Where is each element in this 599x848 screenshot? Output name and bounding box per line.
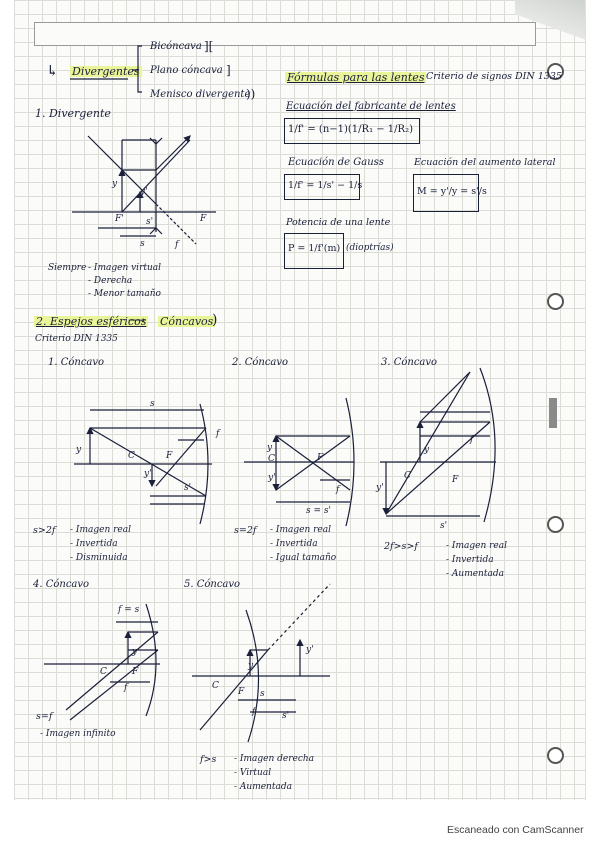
case4-title: 4. Cóncavo [33,579,90,590]
label-y-prime: y' [376,483,384,493]
power-title: Potencia de una lente [286,217,391,228]
magnification-title: Ecuación del aumento lateral [414,157,556,168]
formulas-title: Fórmulas para las lentes [285,71,427,84]
section1-result-line: - Imagen virtual [88,263,162,273]
label-y: y [112,179,118,189]
case2-result: - Imagen real [270,525,331,535]
case5-result: - Imagen derecha [234,754,315,764]
label-f: f [175,240,179,250]
case3-title: 3. Cóncavo [381,357,438,368]
label-y-prime: y' [268,473,276,483]
label-F: F [200,214,207,224]
maker-equation-title: Ecuación del fabricante de lentes [286,101,456,112]
lens-type-biconcave: Bicóncava [150,41,202,52]
power-equation: P = 1/f'(m) [288,243,341,254]
case4-condition: s=f [36,711,53,722]
case2-title: 2. Cóncavo [232,357,289,368]
magnification-equation: M = y'/y = s'/s [417,186,487,197]
label-C: C [212,681,219,691]
concave-label: Cóncavos [158,315,216,328]
label-s-prime: s' [146,217,154,227]
side-tab [549,398,557,428]
case3-result: - Invertida [446,555,494,565]
label-s: s [140,239,145,249]
label-f: f [124,683,128,693]
case5-condition: f>s [200,754,217,765]
case1-result: - Invertida [70,539,118,549]
power-unit: (dioptrías) [346,243,394,253]
binder-hole [547,516,564,533]
section2-criteria: Criterio DIN 1335 [35,334,118,344]
case5-result: - Virtual [234,768,272,778]
section1-title: 1. Divergente [35,107,111,120]
label-f: f [470,435,474,445]
lens-type-meniscus: Menisco divergente [150,89,251,100]
label-F-prime: F' [115,214,124,224]
label-C: C [128,451,135,461]
lens-symbol-meniscus: )) [246,87,256,101]
binder-hole [547,747,564,764]
power-box [284,233,344,269]
label-F: F [452,475,459,485]
gauss-equation: 1/f' = 1/s' − 1/s [288,180,363,191]
label-C: C [404,471,411,481]
label-y: y [267,443,273,453]
section1-result-lead: Siempre [48,263,87,273]
scanner-watermark: Escaneado con CamScanner [447,824,584,836]
gauss-equation-box [284,174,360,200]
label-s: s [150,399,155,409]
case1-result: - Disminuida [70,553,128,563]
label-F: F [166,451,173,461]
label-s-prime: s' [440,521,448,531]
lens-symbol-biconcave: ][ [204,39,214,53]
section2-arrow: ⟶ [128,313,146,327]
label-y-prime: y' [144,469,152,479]
case3-condition: 2f>s>f [384,541,418,552]
section1-result-line: - Menor tamaño [88,289,161,299]
mirror-symbol: ) [212,312,218,328]
case2-result: - Igual tamaño [270,553,337,563]
case1-title: 1. Cóncavo [48,357,105,368]
label-F: F [132,667,139,677]
label-f: f [336,485,340,495]
section1-result-line: - Derecha [88,276,133,286]
gauss-equation-title: Ecuación de Gauss [288,157,384,168]
label-C: C [100,667,107,677]
label-y-prime: y' [306,645,314,655]
case1-condition: s>2f [33,525,56,536]
case1-result: - Imagen real [70,525,131,535]
label-C: C [268,454,275,464]
label-s-eq-s-prime: s = s' [306,506,331,516]
label-s-prime: s' [184,483,192,493]
lens-symbol-plano-concave: ] [226,63,231,77]
section2-title: 2. Espejos esféricos [34,315,149,328]
label-y: y [424,445,430,455]
heading-arrow: ↳ [46,62,59,80]
magnification-box [413,174,479,212]
maker-equation: 1/f' = (n−1)(1/R₁ − 1/R₂) [288,124,413,135]
sign-criteria: Criterio de signos DIN 1335 [426,71,562,82]
label-y: y [76,445,82,455]
lens-type-plano-concave: Plano cóncava [150,65,223,76]
label-F: F [238,687,245,697]
case4-result: - Imagen infinito [40,729,116,739]
divergent-label: Divergentes [70,65,142,78]
maker-equation-box [284,118,420,144]
case5-title: 5. Cóncavo [184,579,241,590]
case2-condition: s=2f [234,525,257,536]
case5-result: - Aumentada [234,782,292,792]
case3-result: - Imagen real [446,541,507,551]
label-f: f [216,429,220,439]
case2-result: - Invertida [270,539,318,549]
label-f-eq-s: f = s [118,605,140,615]
header-box [34,22,536,46]
binder-hole [547,293,564,310]
label-s-prime: s' [282,711,290,721]
case3-result: - Aumentada [446,569,504,579]
label-s: s [260,689,265,699]
binder-hole [547,63,564,80]
